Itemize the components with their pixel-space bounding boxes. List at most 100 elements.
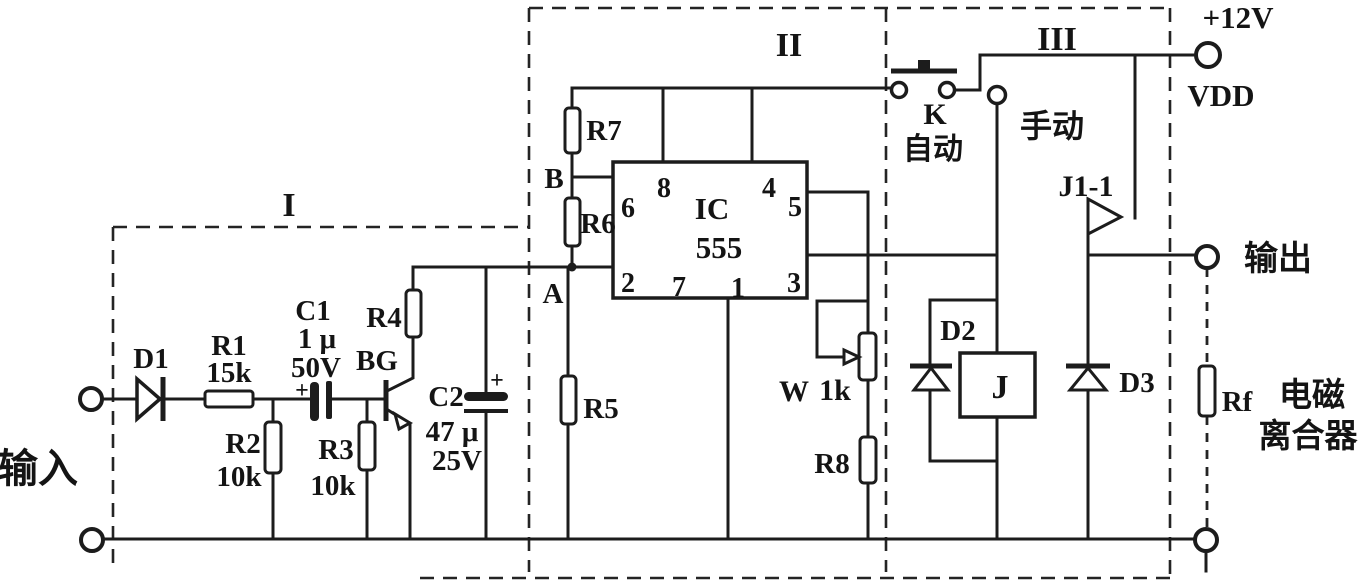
- c2-value-uf: 47 μ: [426, 416, 479, 448]
- resistor-r5: [559, 374, 578, 426]
- node-b-label: B: [544, 163, 563, 195]
- d1-triangle: [135, 375, 163, 423]
- c1-plate-left: [310, 382, 319, 421]
- input-label: 输入: [0, 447, 78, 491]
- wire-k-to-rail: [953, 53, 982, 92]
- d3-label: D3: [1119, 367, 1154, 399]
- transistor-bg: [383, 380, 414, 432]
- r3-label: R3: [318, 434, 353, 466]
- d2-triangle: [910, 365, 952, 392]
- bg-emitter-arrow: [392, 410, 414, 432]
- d1-label: D1: [133, 343, 168, 375]
- potentiometer-w: [842, 331, 878, 382]
- resistor-r8: [858, 435, 878, 485]
- terminal-12v: [1194, 41, 1222, 69]
- r2-label: R2: [225, 428, 260, 460]
- k-actuator-knob: [918, 60, 930, 71]
- resistor-r3: [357, 420, 377, 472]
- resistor-r1: [203, 389, 255, 409]
- pin-5-label: 5: [788, 192, 802, 223]
- k-label: K: [923, 98, 947, 131]
- r2-value: 10k: [216, 461, 262, 493]
- j11-label: J1-1: [1059, 170, 1114, 203]
- r1-value: 15k: [206, 357, 252, 389]
- ic-label: IC: [695, 191, 729, 226]
- resistor-r7: [563, 106, 582, 155]
- c2-plate-top: [464, 392, 508, 401]
- diode-d2: [910, 363, 952, 392]
- terminal-output: [1194, 244, 1220, 270]
- c1-value-v: 50V: [291, 352, 341, 384]
- r4-label: R4: [366, 302, 401, 334]
- node-a-label: A: [543, 278, 564, 310]
- auto-label: 自动: [903, 133, 963, 166]
- k-contact-right: [937, 80, 957, 100]
- c1-value-uf: 1 μ: [298, 323, 337, 355]
- wire-collector: [384, 335, 415, 394]
- wire-pot-wiper-loop: [815, 299, 870, 359]
- c2-polarity: +: [490, 368, 504, 394]
- resistor-rf: [1197, 364, 1217, 418]
- wire-d2-top-branch: [928, 298, 999, 366]
- pin-1-label: 1: [731, 273, 745, 304]
- section-box-borders: [111, 6, 1172, 580]
- r1-label: R1: [211, 330, 246, 362]
- r8-label: R8: [814, 448, 849, 480]
- wire-d2-bottom-branch: [928, 389, 999, 463]
- c1-label: C1: [295, 295, 330, 327]
- clutch-label-line1: 电磁: [1279, 376, 1345, 413]
- terminal-input: [78, 386, 104, 412]
- terminal-ground-right: [1193, 527, 1219, 553]
- w-value: 1k: [819, 374, 851, 407]
- w-label: W: [779, 375, 809, 408]
- r7-label: R7: [586, 115, 621, 147]
- relay-contact-j1-1-flag: [1086, 196, 1125, 237]
- w-body: [857, 331, 878, 382]
- k-contact-left: [889, 80, 909, 100]
- relay-j-label: J: [992, 369, 1009, 406]
- w-wiper-arrow: [842, 347, 863, 367]
- plus12v-label: +12V: [1202, 0, 1274, 35]
- d2-label: D2: [940, 315, 975, 347]
- pin-8-label: 8: [657, 173, 671, 204]
- ic-part-label: 555: [696, 230, 743, 265]
- resistor-r4: [404, 288, 423, 339]
- wires: [99, 53, 1209, 573]
- section-iii-label: III: [1037, 21, 1077, 58]
- terminal-ground-left: [79, 527, 105, 553]
- relay-coil-j-box: [958, 351, 1037, 419]
- manual-label: 手动: [1020, 108, 1084, 144]
- d3-triangle: [1066, 365, 1110, 392]
- bg-label: BG: [356, 345, 398, 377]
- wire-pin5-to-pot: [805, 190, 870, 335]
- section-i-label: I: [282, 187, 295, 224]
- section-ii-label: II: [776, 27, 802, 64]
- junction-node-a: [567, 262, 577, 272]
- c2-value-v: 25V: [432, 445, 482, 477]
- diode-d1: [135, 375, 166, 423]
- resistor-r2: [263, 420, 283, 475]
- manual-contact: [986, 84, 1008, 106]
- pin-3-label: 3: [787, 268, 801, 299]
- c1-plate-right: [326, 381, 332, 419]
- capacitor-c2: [464, 392, 508, 413]
- capacitor-c1: [310, 381, 332, 421]
- r6-label: R6: [580, 208, 615, 240]
- rf-label: Rf: [1222, 386, 1253, 418]
- output-label: 输出: [1244, 240, 1312, 278]
- ic-555-box: [611, 160, 809, 300]
- pin-6-label: 6: [621, 193, 635, 224]
- pin-2-label: 2: [621, 268, 635, 299]
- pin-7-label: 7: [672, 272, 686, 303]
- c2-label: C2: [428, 381, 463, 413]
- diode-d3: [1066, 363, 1110, 392]
- r5-label: R5: [583, 393, 618, 425]
- pushbutton-k: [889, 60, 957, 100]
- resistor-r6: [563, 196, 582, 248]
- r3-value: 10k: [310, 470, 356, 502]
- clutch-label-line2: 离合器: [1259, 417, 1359, 454]
- vdd-label: VDD: [1187, 78, 1254, 113]
- c1-polarity: +: [295, 378, 309, 404]
